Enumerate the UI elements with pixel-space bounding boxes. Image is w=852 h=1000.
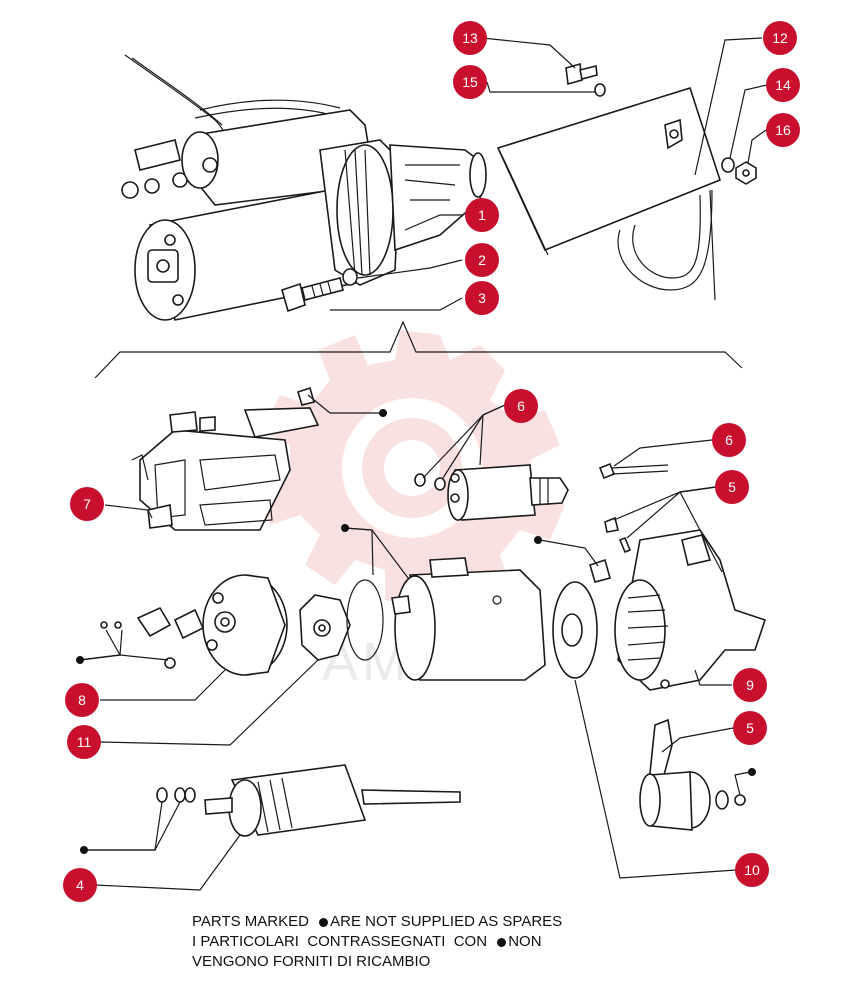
screw-13 [565,62,598,86]
callout-6-right: 6 [712,423,746,457]
note-line-english: PARTS MARKED ARE NOT SUPPLIED AS SPARES [192,912,652,932]
intermediate-plate-10 [552,581,598,679]
drive-end-housing-9 [614,529,767,691]
not-supplied-dot [341,524,349,532]
washer-14 [721,157,735,173]
svg-text:16: 16 [775,122,791,138]
note-en-after: ARE NOT SUPPLIED AS SPARES [330,913,563,930]
svg-text:7: 7 [83,496,91,512]
solenoid-nuts [414,473,446,491]
bullet-marker [497,937,507,947]
svg-text:6: 6 [725,432,733,448]
callout-9: 9 [733,668,767,702]
yoke-housing [391,557,546,681]
clip-part [589,558,611,583]
svg-text:14: 14 [775,77,791,93]
callout-16: 16 [766,113,800,147]
spares-note: PARTS MARKED ARE NOT SUPPLIED AS SPARES … [192,912,652,972]
svg-text:2: 2 [478,252,486,268]
svg-text:3: 3 [478,290,486,306]
note-it-after: NON [508,933,542,950]
callout-5-upper: 5 [715,470,749,504]
callout-13: 13 [453,21,487,55]
shield-bracket-12 [496,87,721,301]
callout-2: 2 [465,243,499,277]
exploded-view-bracket [94,320,743,379]
callout-5-lower: 5 [733,711,767,745]
leader-lines [79,37,768,891]
o-ring [346,579,384,661]
bullet-marker [319,917,329,927]
bolt-3 [281,277,344,313]
svg-text:5: 5 [746,720,754,736]
svg-text:9: 9 [746,677,754,693]
callout-14: 14 [766,68,800,102]
note-en-before: PARTS MARKED [192,913,314,930]
note-line-italian-1: I PARTICOLARI CONTRASSEGNATI CON NON [192,932,652,952]
callout-4: 4 [63,868,97,902]
svg-text:10: 10 [744,862,760,878]
svg-text:12: 12 [772,30,788,46]
callout-8: 8 [65,683,99,717]
svg-text:4: 4 [76,877,84,893]
svg-text:15: 15 [462,74,478,90]
not-supplied-dot [80,846,88,854]
not-supplied-dot [379,409,387,417]
not-supplied-dot [748,768,756,776]
nut-16 [735,161,757,185]
callout-6-center: 6 [504,389,538,423]
screw-5 [604,516,723,579]
gaskets [100,606,205,669]
svg-text:8: 8 [78,692,86,708]
svg-text:1: 1 [478,207,486,223]
not-supplied-dot [76,656,84,664]
callout-11: 11 [67,725,101,759]
through-bolt-6 [598,462,669,480]
washer-2 [342,268,358,286]
washer-15 [594,83,606,97]
solenoid-6 [447,464,569,521]
svg-text:13: 13 [462,30,478,46]
assembled-starter-motor [121,54,487,321]
note-line-italian-2: VENGONO FORNITI DI RICAMBIO [192,952,652,972]
callout-10: 10 [735,853,769,887]
callout-15: 15 [453,65,487,99]
callout-7: 7 [70,487,104,521]
field-coil-assembly-7 [131,411,291,531]
callout-3: 3 [465,281,499,315]
svg-text:5: 5 [728,479,736,495]
armature-washers [156,787,196,803]
brush-plate-11 [299,594,351,661]
callout-1: 1 [465,198,499,232]
drive-pinion-assembly [639,718,746,831]
not-supplied-markers [76,409,756,854]
cover-strip [243,386,320,438]
note-it-before: I PARTICOLARI CONTRASSEGNATI CON [192,933,492,950]
armature-4 [204,764,461,837]
svg-text:11: 11 [77,734,92,750]
not-supplied-dot [534,536,542,544]
callout-12: 12 [763,21,797,55]
svg-text:6: 6 [517,398,525,414]
watermark-logo: AMTEX [260,330,565,692]
note-it-line2: VENGONO FORNITI DI RICAMBIO [192,953,431,970]
end-cover-8 [202,574,288,676]
